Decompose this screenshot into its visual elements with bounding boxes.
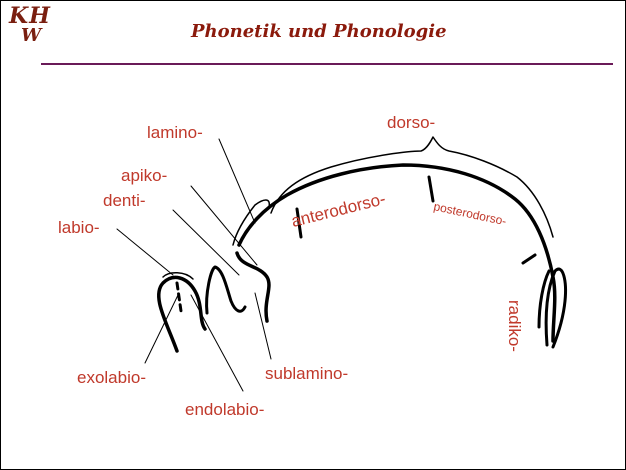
label-posterodorso: posterodorso-: [432, 199, 507, 228]
back-outline-2: [537, 269, 551, 329]
title-rule: [41, 63, 613, 65]
leader-apiko: [190, 185, 258, 266]
leader-endolabio: [190, 294, 244, 392]
labio-outline: [162, 272, 194, 280]
leader-exolabio: [144, 292, 180, 364]
logo-line-2: W: [21, 25, 43, 46]
label-labio: labio-: [58, 218, 100, 237]
label-endolabio: endolabio-: [185, 400, 264, 419]
leader-sublamino: [254, 292, 272, 360]
logo-line-1: KH: [9, 3, 51, 29]
label-sublamino: sublamino-: [265, 364, 348, 383]
tongue-tick-2: [427, 175, 435, 203]
leader-labio: [116, 228, 174, 276]
label-anterodorso: anterodorso-: [289, 189, 387, 231]
back-outline-1: [544, 267, 567, 349]
lower-lip-outline: [157, 275, 207, 353]
lower-teeth-outline: [205, 265, 247, 315]
label-exolabio: exolabio-: [77, 368, 146, 387]
label-dorso: dorso-: [387, 113, 435, 132]
label-radiko: radiko-: [505, 300, 524, 352]
label-denti: denti-: [103, 191, 146, 210]
dashed-line: [175, 281, 183, 313]
dorso-brace: [270, 136, 554, 238]
tongue-tip-outline: [235, 251, 271, 323]
tongue-tick-3: [521, 253, 537, 265]
label-lamino: lamino-: [147, 123, 203, 142]
logo: KH W: [9, 3, 69, 57]
lamino-outline: [232, 199, 271, 246]
leader-lamino: [218, 138, 256, 224]
leader-denti: [172, 209, 240, 276]
tongue-tick-1: [295, 207, 303, 239]
label-apiko: apiko-: [121, 166, 167, 185]
slide-title: Phonetik und Phonologie: [191, 21, 447, 42]
